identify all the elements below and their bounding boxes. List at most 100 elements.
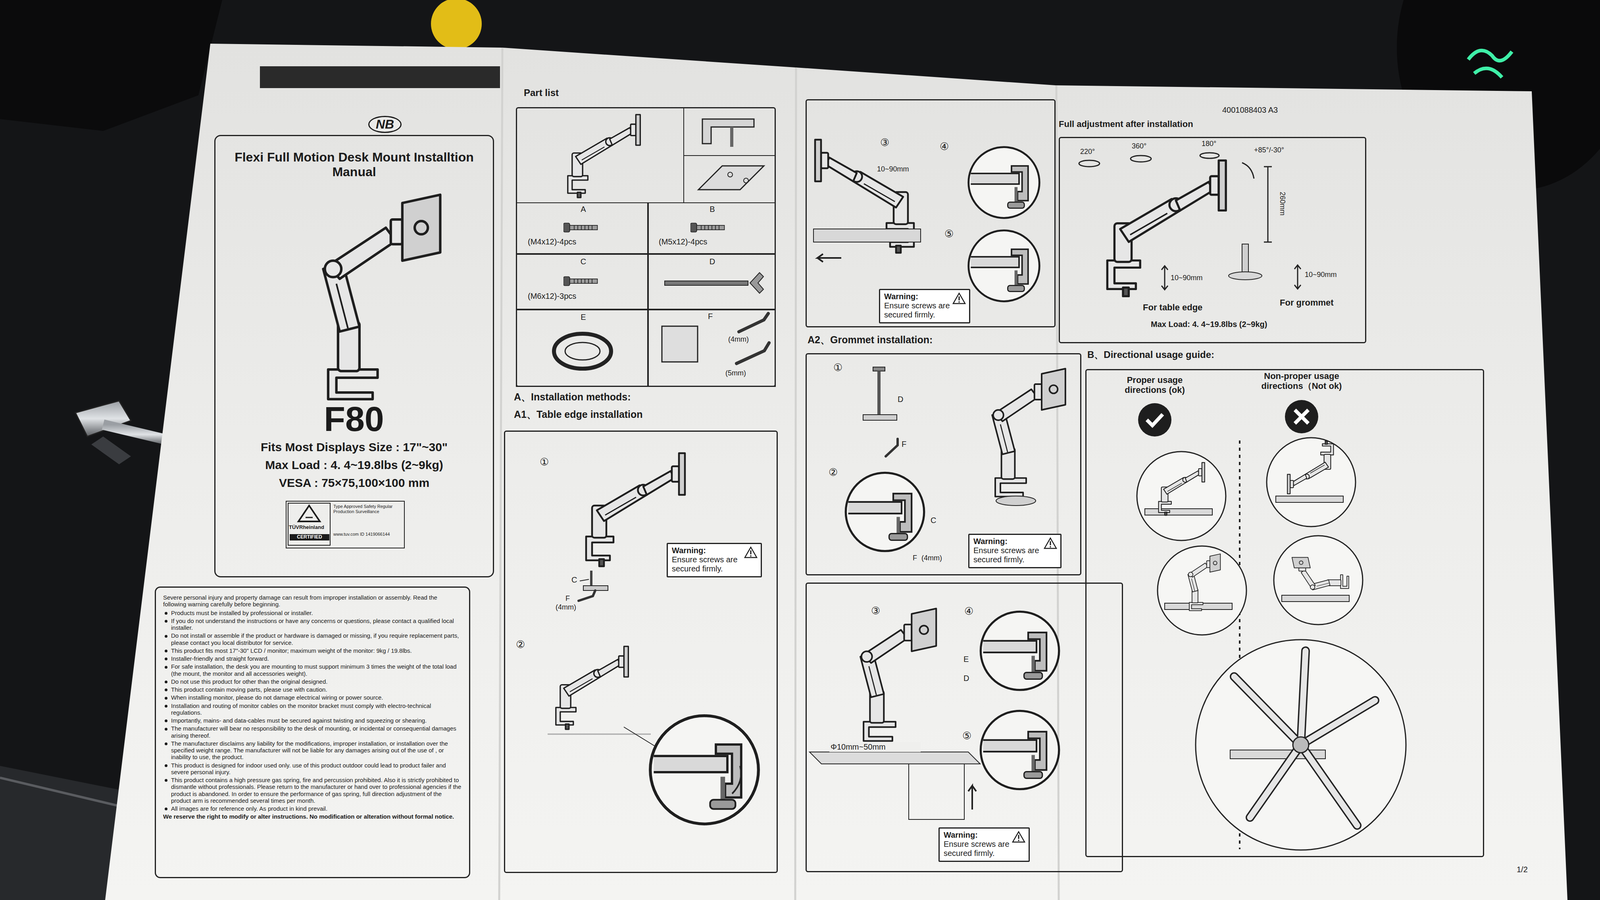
warning-dot [1017,839,1020,842]
warning-heading: Warning: [671,546,741,556]
part-letter: F [901,439,912,449]
note-item: For safe installation, the desk you are … [163,663,462,677]
adjustment-panel: Full adjustment after installation220°36… [1058,136,1367,344]
usage-heading: Proper usage directions (ok) [1111,375,1199,396]
part-letter: D [963,673,974,683]
part-spec: (4mm) [728,335,764,344]
warning-box: Warning:Ensure screws are secured firmly… [666,542,762,578]
warning-text: Ensure screws are secured firmly. [884,301,966,320]
note-intro: Severe personal injury and property dama… [163,594,462,608]
paper-sheet [105,43,1568,900]
tuv-logo [288,503,331,546]
note-item: This product fits most 17"-30" LCD / mon… [163,647,462,654]
part-letter: C [930,515,941,525]
title-text: Flexi Full Motion Desk Mount Installtion… [234,150,475,180]
dimension-label: Φ10mm~50mm [829,742,921,752]
warning-text: Ensure screws are secured firmly. [943,839,1025,858]
callout-number: ⑤ [962,730,979,743]
spec-text: VESA : 75×75,100×100 mm [216,476,493,491]
warning-dot [1049,546,1052,548]
note-item: Do not use this product for other than t… [163,678,462,685]
warning-mark [750,550,752,555]
usage-guide-illustrations [1136,400,1406,850]
angle-label: +85°/-30° [1253,146,1310,155]
dimension-label: (4mm) [555,603,588,612]
warning-icon [1011,830,1026,843]
note-item: When installing monitor, please do not d… [163,694,462,701]
header-bar [259,66,500,89]
part-spec: (M4x12)-4pcs [527,237,627,247]
part-letter: D [704,257,721,267]
callout-number: ④ [939,140,956,153]
callout-number: ④ [964,605,981,618]
warning-dot [750,555,752,557]
note-item: This product is designed for indoor used… [163,761,462,776]
table-edge-illustrations [547,453,759,824]
table-edge-step3-illustrations [813,139,1040,302]
part-list-table: Part listA(M4x12)-4pcsB(M5x12)-4pcsC(M6x… [515,107,776,387]
dimension-label: 10~90mm [876,165,925,174]
part-spec: (5mm) [725,369,762,378]
part-letter: E [963,654,974,664]
section-heading: A、Installation methods: [513,391,760,403]
warning-triangle [744,547,757,558]
step-panel: ③④10~90mm⑤Warning:Ensure screws are secu… [805,99,1056,328]
warning-icon [1043,537,1058,550]
warning-mark [958,296,960,301]
note-item: Products must be installed by profession… [163,609,462,617]
warning-box: Warning:Ensure screws are secured firmly… [968,533,1062,569]
angle-label: 220° [1080,147,1108,156]
spec-text: Max Load: 4. 4~19.8lbs (2~9kg) [1150,319,1334,329]
part-letter: A [575,204,592,214]
part-letter: C [575,257,592,267]
brand-logo: NB [368,115,402,133]
part-letter: C [571,575,581,585]
dimension-label: (4mm) [921,553,954,563]
usage-heading: Non-proper usage directions（Not ok) [1244,371,1360,392]
badge-small-text: www.tuv.com ID 1419066144 [333,531,402,537]
step-panel: A2、Grommet installation:①DF②CF(4mm)Warni… [805,353,1082,576]
warning-icon [952,292,966,305]
badge-text: CERTIFIED [289,534,330,541]
note-item: This product contains a high pressure ga… [163,776,462,804]
heading-text: Full adjustment after installation [1058,119,1337,129]
warning-triangle [1012,831,1025,843]
part-letter: F [912,553,921,563]
warning-text: Ensure screws are secured firmly. [671,555,757,574]
part-list-illustrations [553,107,776,369]
part-cell: C(M6x12)-3pcs [515,253,649,310]
heading-text: A2、Grommet installation: [807,334,1054,346]
note-item: If you do not understand the instruction… [163,617,462,632]
note-item: Installer-friendly and straight forward. [163,655,462,662]
heading-text: B、Directional usage guide: [1087,349,1366,361]
model-number: F80 [266,401,442,437]
note-item: Importantly, mains- and data-cables must… [163,717,462,724]
part-letter: B [704,204,721,214]
warning-dot [958,301,960,303]
caption-text: For grommet [1279,297,1360,308]
note-item: Do not install or assemble if the produc… [163,632,462,647]
note-item: This product contain moving parts, pleas… [163,686,462,693]
warning-mark [1050,541,1052,546]
note-item: The manufacturer disclaims any liability… [163,740,462,761]
spec-text: Max Load : 4. 4~19.8lbs (2~9kg) [216,458,493,473]
warning-text: Ensure screws are secured firmly. [973,546,1057,565]
warning-triangle [1044,538,1057,549]
part-cell: A (M4x12)-4pcs [515,202,649,254]
part-cell: B (M5x12)-4pcs [648,202,776,254]
dimension-label: 10~90mm [1170,273,1215,283]
usage-guide-panel: B、Directional usage guide:Proper usage d… [1085,369,1485,858]
cover-arm-illustration [323,194,441,400]
caption-text: For table edge [1142,302,1231,313]
plastic-bag [0,0,223,131]
step-panel: ③④EDΦ10mm~50mm⑤Warning:Ensure screws are… [805,582,1124,873]
desk-surface [0,765,120,900]
safety-notes-box: Severe personal injury and property dama… [154,586,471,879]
warning-heading: Warning: [973,536,1040,547]
grommet-illustrations [809,367,1066,820]
document-code: 4001088403 A3 [1222,105,1310,115]
heading-text: A1、Table edge installation [513,408,760,421]
note-item: All images are for reference only. As pr… [163,805,462,812]
callout-number: ③ [880,136,897,149]
part-spec: (M5x12)-4pcs [658,237,758,247]
